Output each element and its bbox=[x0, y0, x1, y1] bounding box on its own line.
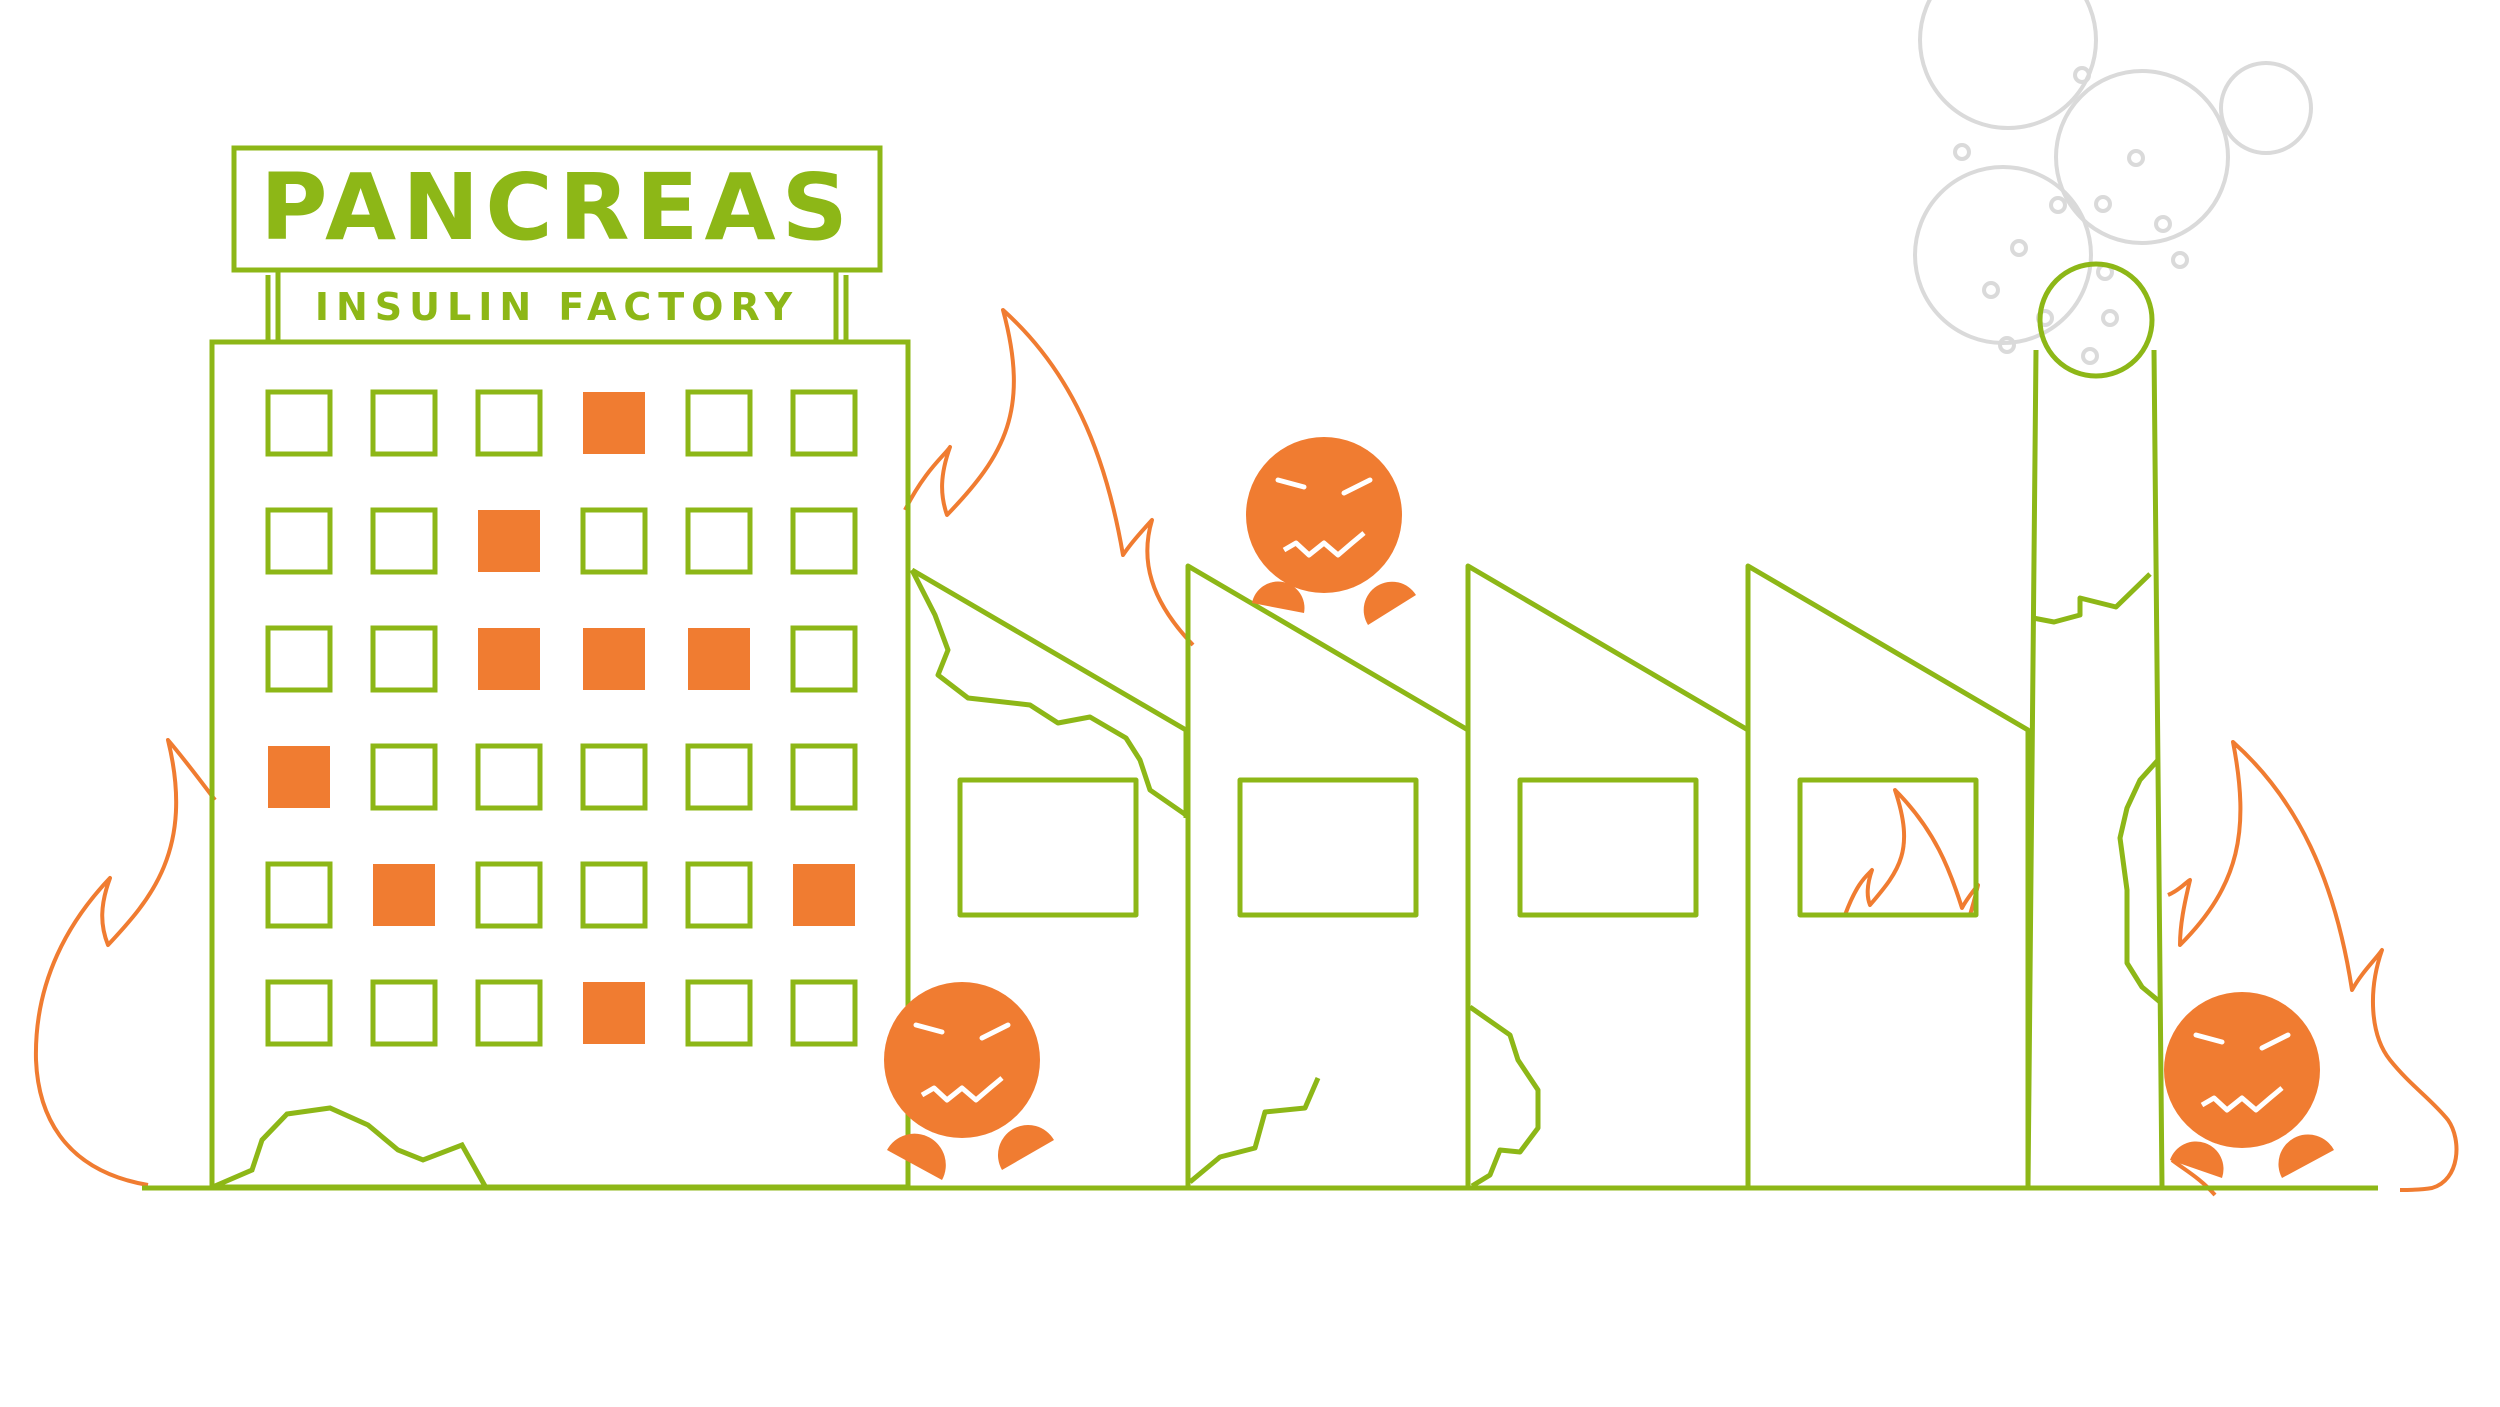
angry-face-icon bbox=[1246, 437, 1416, 625]
factory-halls bbox=[142, 261, 2378, 1191]
chimney-top bbox=[2037, 261, 2155, 379]
factory-window bbox=[1517, 777, 1699, 918]
smoke-bubble-icon bbox=[2171, 251, 2189, 269]
office-window-burning bbox=[793, 864, 855, 926]
smoke-cloud bbox=[1913, 0, 2313, 365]
office-window bbox=[370, 507, 438, 575]
office-window bbox=[790, 743, 858, 811]
office-window-burning bbox=[478, 628, 540, 690]
office-window bbox=[265, 507, 333, 575]
office-window bbox=[265, 389, 333, 457]
office-window bbox=[370, 743, 438, 811]
factory-window bbox=[957, 777, 1139, 918]
office-window bbox=[790, 625, 858, 693]
office-window bbox=[475, 389, 543, 457]
smoke-bubble-icon bbox=[2101, 309, 2119, 327]
fire-icon bbox=[903, 308, 1195, 647]
office-window bbox=[790, 507, 858, 575]
office-window bbox=[580, 743, 648, 811]
office-window-burning bbox=[373, 864, 435, 926]
tower-crack bbox=[214, 1105, 488, 1189]
fire-icon bbox=[1843, 788, 1980, 916]
office-window-burning bbox=[583, 982, 645, 1044]
office-window-burning bbox=[583, 628, 645, 690]
office-window bbox=[370, 625, 438, 693]
hall-3-crack bbox=[1468, 1004, 1541, 1189]
office-window-burning bbox=[583, 392, 645, 454]
smoke-bubble-icon bbox=[1913, 165, 2093, 345]
sign-title: PANCREAS bbox=[260, 154, 854, 261]
smoke-bubble-icon bbox=[2094, 195, 2112, 213]
office-window bbox=[265, 861, 333, 929]
office-window bbox=[790, 389, 858, 457]
smoke-bubble-icon bbox=[2127, 149, 2145, 167]
smoke-bubble-icon bbox=[2054, 69, 2230, 245]
smoke-bubble-icon bbox=[1953, 143, 1971, 161]
smoke-bubble-icon bbox=[1918, 0, 2098, 130]
office-window bbox=[475, 979, 543, 1047]
smoke-bubble-icon bbox=[2073, 66, 2091, 84]
smoke-bubble-icon bbox=[2219, 61, 2313, 155]
chimney-crack bbox=[2032, 572, 2152, 625]
smoke-bubble-icon bbox=[1998, 336, 2016, 354]
fire-icon bbox=[2170, 1158, 2217, 1197]
smoke-bubble-icon bbox=[2154, 215, 2172, 233]
smoke-bubble-icon bbox=[2010, 239, 2028, 257]
factory-window bbox=[1797, 777, 1979, 918]
office-window bbox=[370, 979, 438, 1047]
office-window-grid bbox=[265, 389, 858, 1047]
smoke-bubble-icon bbox=[1982, 281, 2000, 299]
office-window bbox=[475, 861, 543, 929]
hall-4 bbox=[1745, 563, 2031, 1187]
office-window-burning bbox=[688, 628, 750, 690]
office-window bbox=[685, 743, 753, 811]
office-window bbox=[370, 389, 438, 457]
office-window bbox=[685, 979, 753, 1047]
office-window bbox=[580, 861, 648, 929]
office-window-burning bbox=[478, 510, 540, 572]
office-window bbox=[685, 507, 753, 575]
chimney bbox=[2025, 349, 2165, 1188]
fire-icon bbox=[33, 738, 217, 1187]
hall-2 bbox=[1185, 563, 1471, 1187]
chimney-crack bbox=[2117, 758, 2162, 1004]
angry-face-icon bbox=[2164, 992, 2334, 1178]
hall-1-crack bbox=[909, 568, 1188, 818]
office-window bbox=[685, 861, 753, 929]
sign-subtitle: INSULIN FACTORY bbox=[315, 285, 799, 329]
smoke-bubble-icon bbox=[2049, 196, 2067, 214]
office-window bbox=[580, 507, 648, 575]
fires bbox=[33, 308, 2459, 1197]
angry-face-icon bbox=[884, 982, 1054, 1180]
angry-faces bbox=[884, 437, 2334, 1180]
office-window bbox=[685, 389, 753, 457]
office-window-burning bbox=[268, 746, 330, 808]
factory-window bbox=[1237, 777, 1419, 918]
office-window bbox=[265, 625, 333, 693]
sign-banner bbox=[275, 267, 839, 345]
hall-3 bbox=[1465, 563, 1751, 1187]
office-window bbox=[475, 743, 543, 811]
fire-icon bbox=[2167, 740, 2459, 1192]
office-window bbox=[790, 979, 858, 1047]
hall-2-crack bbox=[1188, 1077, 1321, 1184]
smoke-bubble-icon bbox=[2081, 347, 2099, 365]
hall-1-roof bbox=[910, 567, 1188, 733]
office-tower bbox=[209, 145, 911, 1190]
office-window bbox=[265, 979, 333, 1047]
